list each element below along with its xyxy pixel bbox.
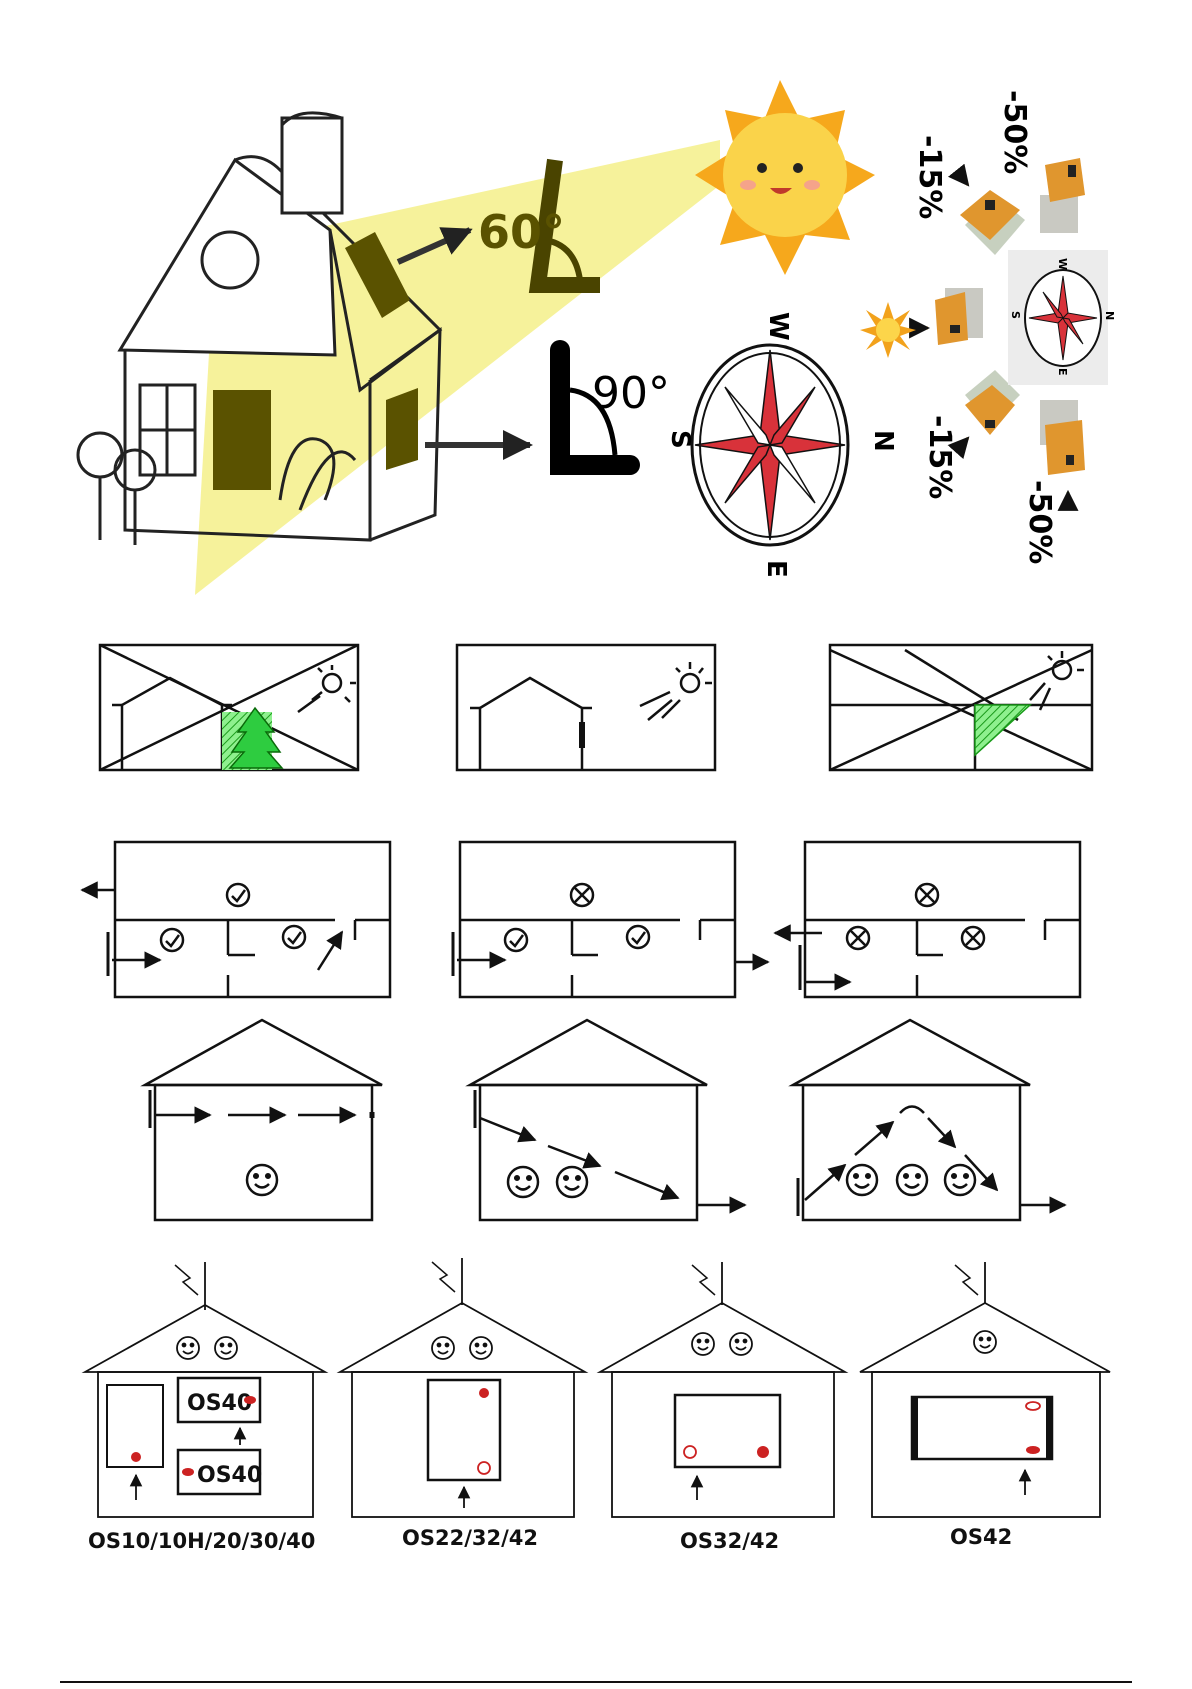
orientation-loss-diagram: -50% -15% -15% -50%: [860, 90, 1116, 564]
model-caption: OS32/42: [680, 1529, 779, 1553]
top-illustration: 60° 90° W E S: [78, 80, 1116, 595]
model-caption: OS10/10H/20/30/40: [88, 1529, 315, 1553]
compass-rose-icon: [692, 345, 848, 545]
unit-model-label: OS40: [187, 1391, 252, 1416]
floor-plan-good: [82, 842, 390, 997]
airflow-house-3: [793, 1020, 1065, 1220]
smiley-icon: [508, 1167, 538, 1197]
compass-east-label: E: [761, 560, 791, 578]
cross-icon: [916, 884, 938, 906]
check-icon: [283, 926, 305, 948]
sun-icon: [695, 80, 875, 275]
smiley-icon: [847, 1165, 877, 1195]
airflow-house-1: [145, 1020, 382, 1220]
placement-house-3: OS32/42: [600, 1262, 845, 1553]
smiley-icon: [215, 1337, 237, 1359]
smiley-icon: [974, 1331, 996, 1353]
shading-row: [100, 645, 1092, 770]
cross-icon: [962, 927, 984, 949]
floor-plan-partial: [453, 842, 768, 997]
cross-icon: [571, 884, 593, 906]
loss-top-far: -50%: [997, 90, 1032, 174]
mini-compass-north: N: [1103, 311, 1116, 320]
compass-south-label: S: [665, 430, 695, 449]
model-caption: OS22/32/42: [402, 1526, 538, 1550]
smiley-icon: [897, 1165, 927, 1195]
loss-top-near: -15%: [912, 135, 947, 219]
shading-panel-building: [830, 645, 1092, 770]
check-icon: [227, 884, 249, 906]
check-icon: [161, 929, 183, 951]
mini-compass-west: W: [1056, 258, 1069, 270]
model-caption: OS42: [950, 1525, 1012, 1549]
smiley-icon: [692, 1333, 714, 1355]
smiley-icon: [247, 1165, 277, 1195]
airflow-house-2: [470, 1020, 745, 1220]
mini-compass-south: S: [1009, 311, 1022, 319]
wall-panel-right: [386, 388, 418, 470]
shading-panel-tree: [100, 645, 358, 770]
loss-bottom-near: -15%: [922, 415, 957, 499]
floor-plan-bad: [775, 842, 1080, 997]
smiley-icon: [557, 1167, 587, 1197]
loss-bottom-far: -50%: [1022, 480, 1057, 564]
smiley-icon: [470, 1337, 492, 1359]
unit-model-label: OS40: [197, 1463, 262, 1488]
mini-compass-east: E: [1056, 368, 1069, 376]
angle-90-label: 90°: [592, 368, 670, 419]
smiley-icon: [177, 1337, 199, 1359]
angle-60-label: 60°: [478, 205, 565, 259]
placement-house-2: OS22/32/42: [340, 1258, 585, 1550]
compass-west-label: W: [763, 312, 793, 341]
shading-panel-clear: [457, 645, 715, 770]
compass-north-label: N: [868, 430, 898, 452]
placement-house-4: OS42: [860, 1262, 1110, 1549]
wall-panel-left: [213, 390, 271, 490]
smiley-icon: [730, 1333, 752, 1355]
floor-plan-row: [82, 842, 1080, 997]
check-icon: [627, 926, 649, 948]
check-icon: [505, 929, 527, 951]
smiley-icon: [432, 1337, 454, 1359]
cross-icon: [847, 927, 869, 949]
placement-row: OS40 OS40 OS10/10H/20/30/40 OS22/32/42: [85, 1258, 1110, 1553]
smiley-icon: [945, 1165, 975, 1195]
placement-house-1: OS40 OS40 OS10/10H/20/30/40: [85, 1262, 325, 1553]
airflow-row: [145, 1020, 1065, 1220]
mini-compass-icon: [1025, 270, 1101, 366]
small-sun-icon: [860, 302, 916, 358]
